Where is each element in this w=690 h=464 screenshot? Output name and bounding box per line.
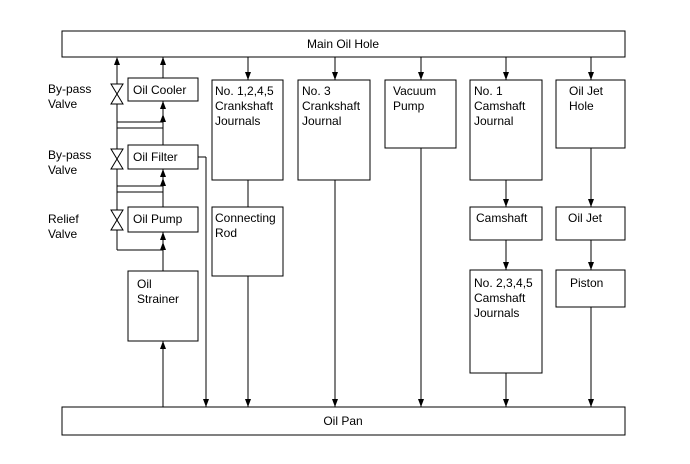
oil-pan-label: Oil Pan bbox=[323, 414, 362, 428]
crankshaft-journals-box: No. 1,2,4,5 Crankshaft Journals bbox=[211, 79, 284, 181]
camshaft-box: Camshaft bbox=[469, 206, 543, 241]
oil-pump-box: Oil Pump bbox=[127, 206, 199, 233]
main-oil-hole-box: Main Oil Hole bbox=[61, 30, 626, 58]
no1-camshaft-journal-box: No. 1 Camshaft Journal bbox=[469, 79, 543, 181]
oil-jet-box: Oil Jet bbox=[555, 206, 626, 241]
svg-text:By-pass: By-pass bbox=[48, 82, 91, 96]
vacuum-pump-line1: Vacuum bbox=[393, 84, 436, 98]
camshaft-journals-line1: No. 2,3,4,5 bbox=[474, 276, 533, 290]
svg-text:Valve: Valve bbox=[48, 227, 77, 241]
no1-camshaft-journal-line1: No. 1 bbox=[474, 84, 503, 98]
flow-arrowheads bbox=[114, 57, 594, 407]
no1-camshaft-journal-line3: Journal bbox=[474, 114, 513, 128]
oil-pump-label: Oil Pump bbox=[133, 212, 183, 226]
vacuum-pump-box: Vacuum Pump bbox=[384, 79, 457, 149]
oil-strainer-box: Oil Strainer bbox=[127, 270, 199, 342]
connecting-rod-box: Connecting Rod bbox=[211, 206, 284, 277]
relief-valve-label: Relief Valve bbox=[48, 212, 79, 241]
oil-filter-box: Oil Filter bbox=[127, 144, 199, 170]
oil-jet-hole-line1: Oil Jet bbox=[569, 84, 604, 98]
oil-pan-box: Oil Pan bbox=[61, 406, 626, 436]
oil-cooler-label: Oil Cooler bbox=[133, 83, 186, 97]
relief-valve-icon bbox=[110, 209, 124, 231]
camshaft-journals-box: No. 2,3,4,5 Camshaft Journals bbox=[469, 269, 543, 374]
no3-crankshaft-journal-line1: No. 3 bbox=[302, 84, 331, 98]
crankshaft-journals-line2: Crankshaft bbox=[215, 99, 274, 113]
no3-crankshaft-journal-box: No. 3 Crankshaft Journal bbox=[297, 79, 371, 181]
bypass-valve-cooler-icon bbox=[110, 83, 124, 105]
camshaft-label: Camshaft bbox=[476, 211, 528, 225]
vacuum-pump-line2: Pump bbox=[393, 99, 425, 113]
svg-text:Valve: Valve bbox=[48, 163, 77, 177]
bypass-valve-cooler-label: By-pass Valve bbox=[48, 82, 91, 111]
camshaft-journals-line3: Journals bbox=[474, 306, 519, 320]
oil-jet-label: Oil Jet bbox=[568, 211, 603, 225]
crankshaft-journals-line3: Journals bbox=[215, 114, 260, 128]
oil-strainer-label-line1: Oil bbox=[137, 277, 152, 291]
oil-filter-label: Oil Filter bbox=[133, 150, 178, 164]
oil-cooler-box: Oil Cooler bbox=[127, 77, 199, 102]
connecting-rod-line1: Connecting bbox=[215, 211, 276, 225]
oil-jet-hole-box: Oil Jet Hole bbox=[555, 79, 626, 149]
no3-crankshaft-journal-line3: Journal bbox=[302, 114, 341, 128]
bypass-valve-filter-icon bbox=[110, 148, 124, 170]
crankshaft-journals-line1: No. 1,2,4,5 bbox=[215, 84, 274, 98]
no1-camshaft-journal-line2: Camshaft bbox=[474, 99, 526, 113]
oil-strainer-label-line2: Strainer bbox=[137, 292, 179, 306]
camshaft-journals-line2: Camshaft bbox=[474, 291, 526, 305]
bypass-valve-filter-label: By-pass Valve bbox=[48, 148, 91, 177]
svg-text:Relief: Relief bbox=[48, 212, 79, 226]
svg-text:By-pass: By-pass bbox=[48, 148, 91, 162]
svg-text:Valve: Valve bbox=[48, 97, 77, 111]
piston-box: Piston bbox=[555, 269, 626, 308]
no3-crankshaft-journal-line2: Crankshaft bbox=[302, 99, 361, 113]
piston-label: Piston bbox=[570, 276, 603, 290]
main-oil-hole-label: Main Oil Hole bbox=[307, 37, 379, 51]
oil-jet-hole-line2: Hole bbox=[569, 99, 594, 113]
connecting-rod-line2: Rod bbox=[215, 226, 237, 240]
